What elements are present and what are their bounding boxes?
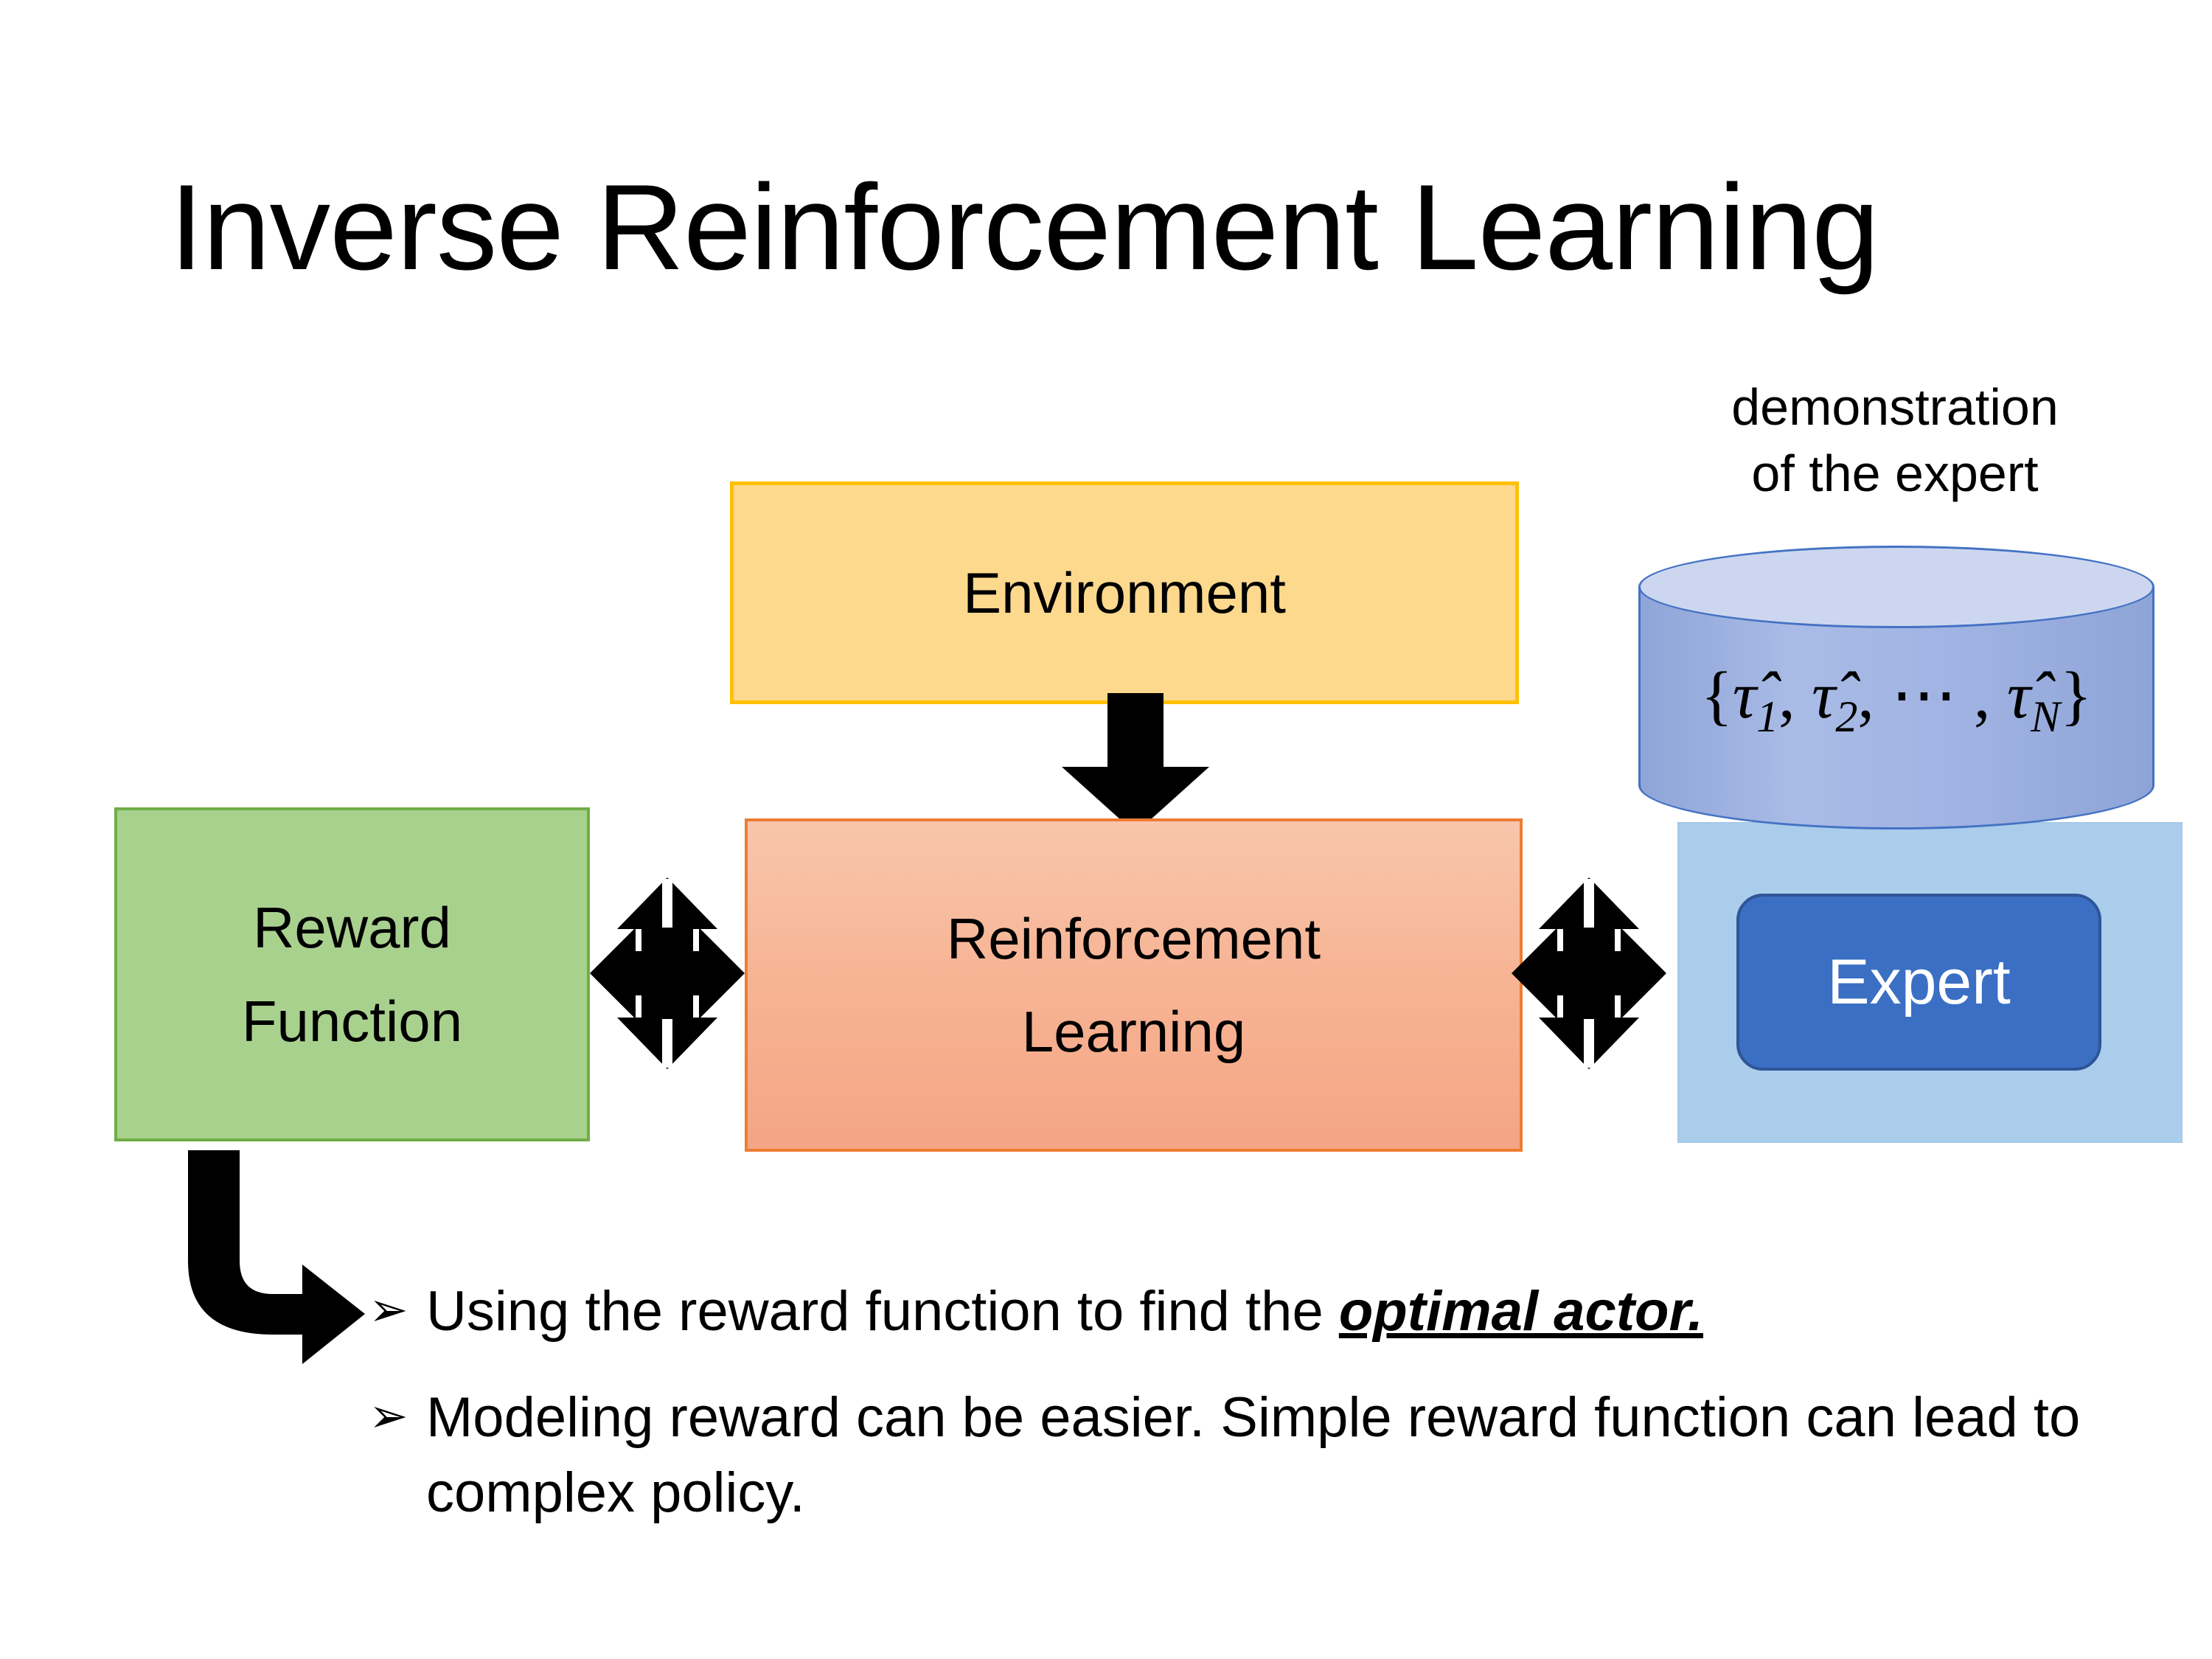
formula-sub-n: N [2031, 692, 2061, 741]
list-item: ➢ Modeling reward can be easier. Simple … [369, 1380, 2138, 1531]
bullet-text-2: Modeling reward can be easier. Simple re… [426, 1385, 2081, 1524]
arrow-down-icon [1062, 693, 1209, 833]
list-item: ➢ Using the reward function to find the … [369, 1274, 2138, 1349]
formula-tau-n: τ̂ [2006, 659, 2031, 732]
formula-comma-1: , [1778, 659, 1812, 732]
bullet-1-prefix: Using the reward function to find the [426, 1280, 1339, 1343]
bullet-arrow-icon: ➢ [369, 1283, 408, 1336]
demonstration-caption-line2: of the expert [1751, 444, 2039, 502]
four-way-arrow-left-icon [590, 877, 745, 1069]
rl-box-label-line1: Reinforcement [946, 905, 1321, 971]
expert-badge[interactable]: Expert [1736, 894, 2101, 1071]
formula-open-brace: { [1700, 659, 1733, 732]
trajectory-set-formula: {τ̂1, τ̂2, ⋯ , τ̂N} [1638, 656, 2154, 742]
page-title: Inverse Reinforcement Learning [170, 159, 1879, 295]
elbow-arrow-icon [188, 1150, 365, 1364]
bullet-1-emphasis: optimal actor. [1338, 1280, 1703, 1343]
bullet-text-1: Using the reward function to find the op… [426, 1274, 2138, 1349]
bullet-list: ➢ Using the reward function to find the … [369, 1274, 2138, 1561]
reward-box-label-line1: Reward [253, 895, 451, 961]
formula-close-brace: } [2060, 659, 2093, 732]
formula-sub-1: 1 [1756, 692, 1779, 741]
expert-badge-label: Expert [1827, 946, 2011, 1018]
four-way-arrow-right-icon [1512, 877, 1666, 1069]
reinforcement-learning-box[interactable]: Reinforcement Learning [745, 818, 1523, 1152]
formula-sub-2: 2 [1835, 692, 1858, 741]
rl-box-label-line2: Learning [1021, 999, 1246, 1064]
environment-box[interactable]: Environment [730, 481, 1519, 704]
demonstration-caption: demonstration of the expert [1607, 375, 2183, 507]
environment-box-label: Environment [963, 560, 1286, 625]
formula-ellipsis: , ⋯ , [1857, 659, 2007, 732]
bullet-arrow-icon: ➢ [369, 1388, 408, 1442]
demonstration-cylinder[interactable]: {τ̂1, τ̂2, ⋯ , τ̂N} [1638, 546, 2154, 841]
reward-function-box[interactable]: Reward Function [114, 807, 590, 1141]
formula-tau-1: τ̂ [1732, 659, 1757, 732]
reward-box-label-line2: Function [241, 988, 463, 1054]
formula-tau-2: τ̂ [1812, 659, 1836, 732]
cylinder-top-ellipse [1638, 546, 2154, 628]
demonstration-caption-line1: demonstration [1731, 378, 2059, 436]
